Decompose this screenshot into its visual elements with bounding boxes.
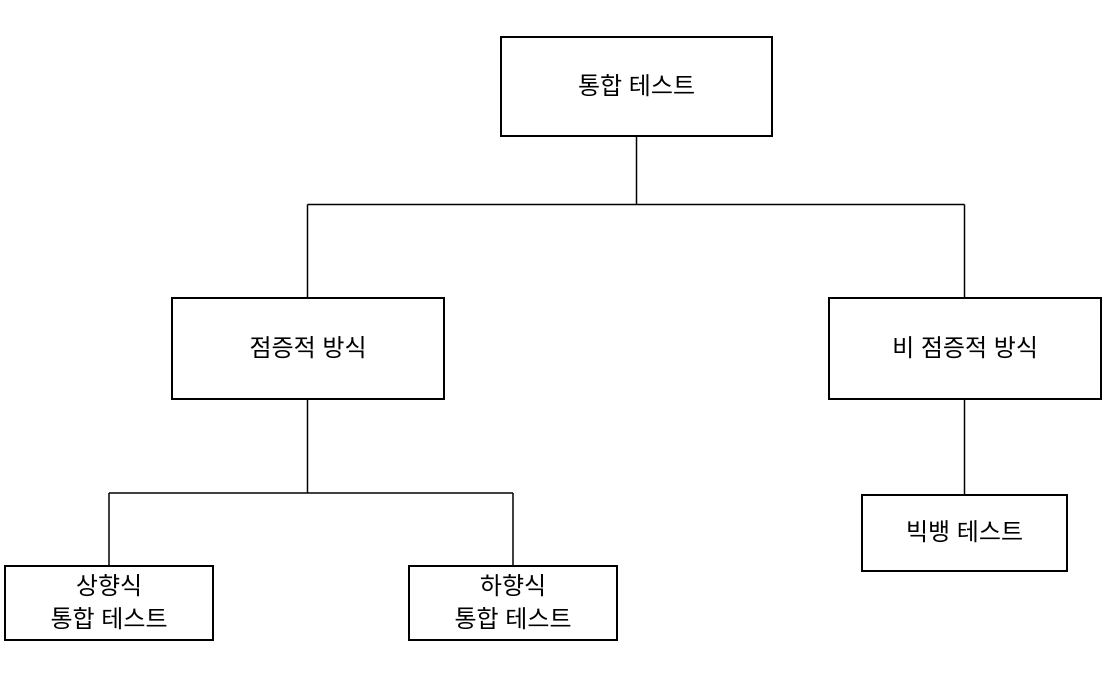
- node-big-bang-test: 빅뱅 테스트: [861, 494, 1068, 572]
- node-non-incremental-approach: 비 점증적 방식: [828, 297, 1102, 400]
- node-integration-test: 통합 테스트: [500, 36, 773, 137]
- node-incremental-approach: 점증적 방식: [171, 297, 445, 400]
- node-top-down-integration-test: 하향식 통합 테스트: [408, 565, 618, 641]
- node-bottom-up-integration-test: 상향식 통합 테스트: [4, 565, 214, 641]
